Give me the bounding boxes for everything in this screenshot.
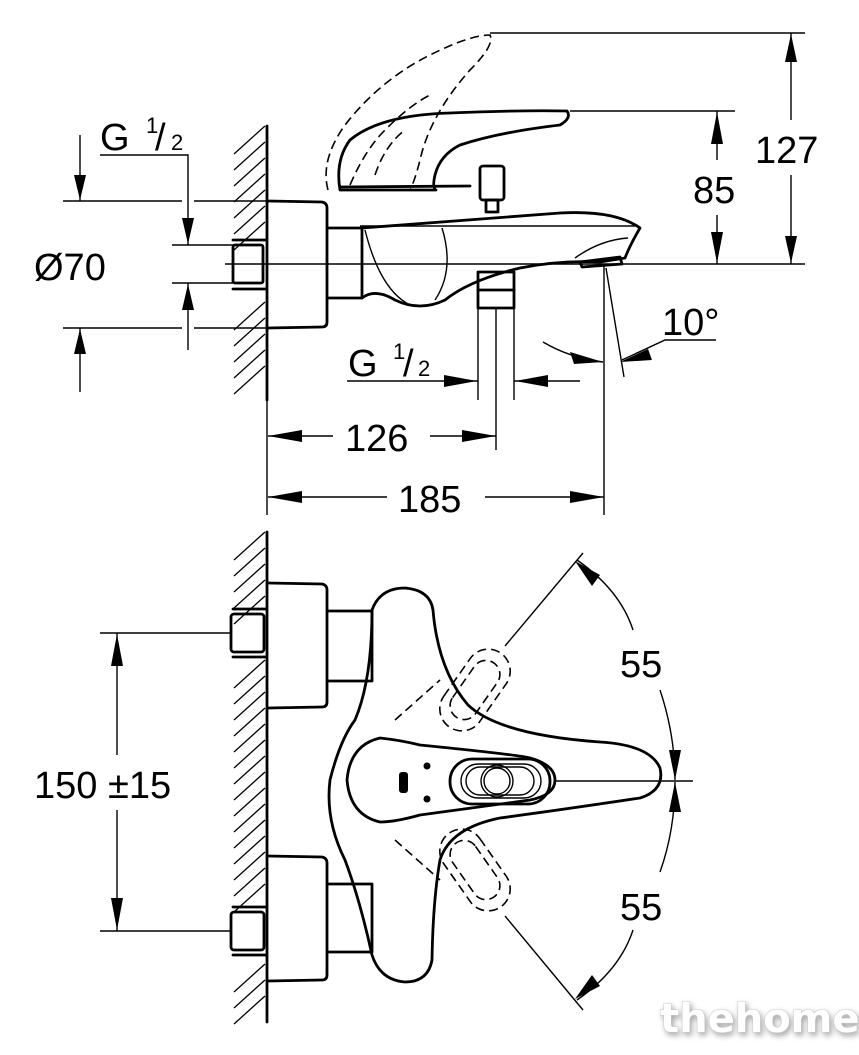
thread-label-left-den: 2	[171, 130, 183, 155]
dim-inlet-thread-left: G 1 / 2	[100, 113, 194, 350]
dim-spout-height: 85	[693, 111, 735, 264]
thread-label-left-prefix: G	[100, 117, 130, 159]
wall-hatch-line	[233, 205, 266, 235]
spout-angle-label: 10°	[662, 302, 719, 344]
rotation-down-label: 55	[620, 887, 662, 929]
wall-to-spout-tip-label: 185	[398, 479, 461, 521]
wall-hatch-line	[233, 547, 266, 577]
wall-hatch-line	[233, 157, 266, 187]
wall-hatch-line	[233, 771, 266, 801]
wall-hatch-line	[233, 579, 266, 609]
inlet-spacing-label: 150 ±15	[34, 765, 171, 807]
rotation-up-label: 55	[620, 644, 662, 686]
diameter-label: Ø70	[34, 247, 106, 289]
thread-label-left-slash: /	[155, 117, 166, 159]
extension-lines-side	[63, 32, 805, 515]
thread-label-outlet-prefix: G	[348, 343, 378, 385]
wall-hatch-line	[233, 819, 266, 849]
wall-hatch-line	[233, 349, 266, 379]
wall-hatch-line	[233, 333, 266, 363]
dim-total-height: 127	[755, 33, 818, 264]
faucet-body-side	[231, 34, 642, 450]
wall-side-view	[233, 124, 269, 402]
wall-hatch-line	[233, 787, 266, 817]
wall-hatch-line	[233, 563, 266, 593]
wall-hatch-line	[233, 317, 266, 347]
wall-hatch-line	[233, 189, 266, 219]
wall-hatch-line	[233, 531, 266, 561]
dim-outlet-thread: G 1 / 2	[347, 339, 580, 387]
thread-label-outlet-slash: /	[403, 343, 414, 385]
wall-top-view	[233, 530, 269, 1025]
side-view: G 1 / 2 Ø70 127 85	[34, 32, 818, 521]
wall-to-outlet-label: 126	[345, 418, 408, 460]
wall-hatch-line	[233, 995, 266, 1025]
lower-inlet-assembly	[229, 854, 374, 983]
wall-hatch-line	[233, 365, 266, 395]
wall-hatch-line	[233, 173, 266, 203]
wall-hatch-line	[233, 835, 266, 865]
hot-cold-indicator	[399, 772, 408, 793]
wall-hatch-line	[233, 979, 266, 1009]
thread-label-outlet-num: 1	[393, 339, 405, 364]
faucet-body-top	[327, 586, 663, 984]
wall-hatch-line	[233, 707, 266, 737]
wall-hatch-line	[233, 803, 266, 833]
top-view: 150 ±15 55 55	[34, 530, 693, 1025]
wall-hatch-line	[233, 867, 266, 897]
dim-wall-to-spout-tip: 185	[268, 479, 604, 521]
wall-hatch-line	[233, 691, 266, 721]
dim-handle-rotation-up: 55	[575, 559, 681, 781]
extension-lines-top	[100, 552, 693, 1011]
watermark-text: thehome	[660, 996, 859, 1042]
dim-escutcheon-diameter: Ø70	[34, 135, 106, 392]
total-height-label: 127	[755, 130, 818, 172]
upper-inlet-assembly	[229, 581, 374, 710]
spout-height-label: 85	[693, 170, 735, 212]
wall-hatch-line	[233, 739, 266, 769]
dim-handle-rotation-down: 55	[575, 781, 681, 1001]
dim-wall-to-outlet: 126	[268, 418, 496, 460]
wall-hatch-line	[233, 659, 266, 689]
wall-hatch-line	[233, 125, 266, 155]
wall-hatch-line	[233, 141, 266, 171]
thread-label-outlet-den: 2	[418, 356, 430, 381]
dim-inlet-spacing: 150 ±15	[34, 633, 171, 931]
thread-label-left-num: 1	[146, 113, 158, 138]
wall-hatch-line	[233, 301, 266, 331]
wall-hatch-line	[233, 851, 266, 881]
wall-hatch-line	[233, 963, 266, 993]
wall-hatch-line	[233, 755, 266, 785]
wall-hatch-line	[233, 675, 266, 705]
dim-spout-angle: 10°	[542, 302, 719, 364]
wall-hatch-line	[233, 723, 266, 753]
